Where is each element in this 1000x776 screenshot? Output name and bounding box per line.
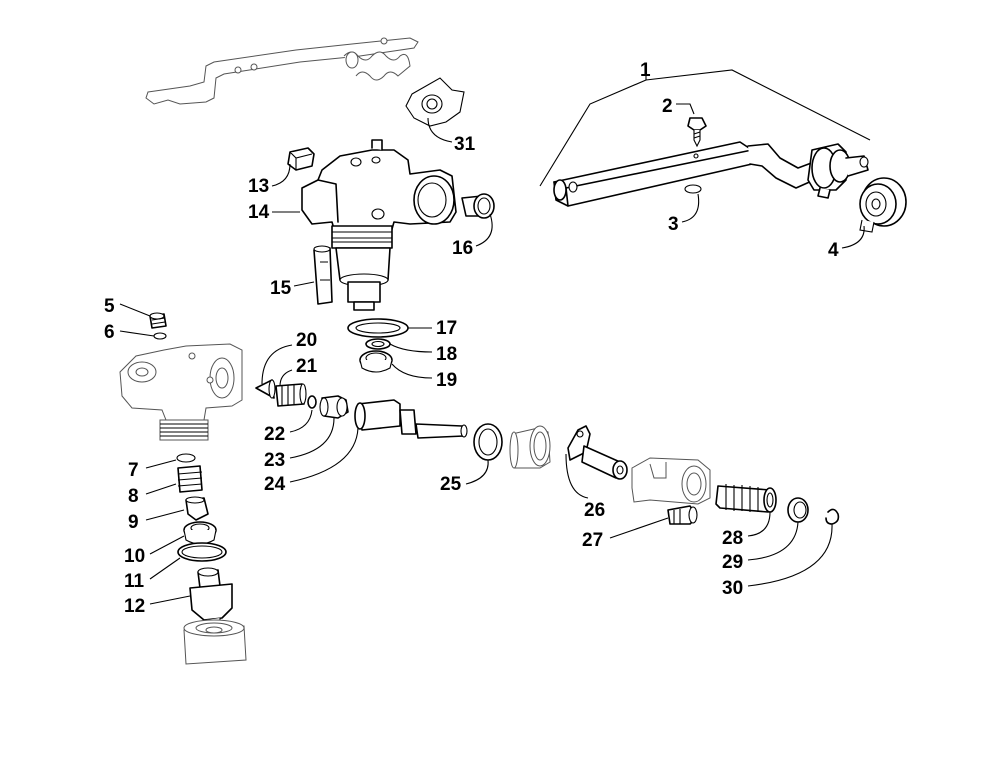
part-8-spring bbox=[177, 465, 203, 493]
part-25-o-ring bbox=[473, 423, 503, 461]
callout-12: 12 bbox=[124, 596, 145, 617]
callout-15: 15 bbox=[270, 278, 292, 299]
tappet-housing-ghost bbox=[631, 457, 711, 505]
part-1-fuel-rail bbox=[553, 141, 869, 207]
part-20-check-ball bbox=[255, 379, 276, 399]
pump-base-ghost bbox=[183, 619, 247, 665]
callout-10: 10 bbox=[124, 546, 145, 567]
part-24-plunger bbox=[354, 399, 468, 439]
callout-22: 22 bbox=[264, 424, 285, 445]
pump-housing bbox=[119, 343, 243, 441]
callout-25: 25 bbox=[440, 474, 462, 495]
callout-7: 7 bbox=[128, 460, 139, 481]
callout-21: 21 bbox=[296, 356, 318, 377]
part-7-washer bbox=[176, 453, 196, 463]
callout-1: 1 bbox=[640, 60, 651, 81]
part-29-bushing bbox=[787, 497, 809, 523]
callout-18: 18 bbox=[436, 344, 457, 365]
callout-8: 8 bbox=[128, 486, 139, 507]
callout-13: 13 bbox=[248, 176, 269, 197]
callout-14: 14 bbox=[248, 202, 270, 223]
callout-2: 2 bbox=[662, 96, 673, 117]
guide-sleeve-ghost bbox=[509, 425, 551, 469]
callout-24: 24 bbox=[264, 474, 286, 495]
callout-20: 20 bbox=[296, 330, 317, 351]
callout-16: 16 bbox=[452, 238, 473, 259]
part-27-screw bbox=[667, 505, 698, 525]
callout-28: 28 bbox=[722, 528, 743, 549]
part-16-fitting bbox=[461, 193, 495, 219]
part-22-washer bbox=[307, 395, 317, 409]
part-10-seat bbox=[183, 521, 217, 545]
part-18-o-ring bbox=[365, 338, 391, 350]
callout-19: 19 bbox=[436, 370, 457, 391]
callout-labels: 1 2 3 4 5 6 7 8 9 10 11 12 13 14 15 16 1… bbox=[104, 60, 839, 617]
part-14-throttle-body bbox=[301, 139, 457, 311]
part-3-washer bbox=[684, 184, 702, 194]
callout-4: 4 bbox=[828, 240, 839, 261]
part-30-circlip bbox=[825, 508, 840, 525]
part-6-washer bbox=[153, 332, 167, 340]
part-9-valve bbox=[185, 496, 209, 521]
part-19-bushing bbox=[359, 350, 393, 373]
part-5-plug bbox=[149, 312, 167, 329]
callout-29: 29 bbox=[722, 552, 743, 573]
part-12-nozzle bbox=[189, 567, 233, 629]
part-31-bracket bbox=[405, 77, 465, 127]
callout-6: 6 bbox=[104, 322, 115, 343]
leader-lines bbox=[119, 69, 871, 605]
callout-11: 11 bbox=[124, 571, 145, 592]
callout-23: 23 bbox=[264, 450, 285, 471]
callout-30: 30 bbox=[722, 578, 743, 599]
throttle-linkage-arm bbox=[145, 37, 419, 105]
callout-9: 9 bbox=[128, 512, 139, 533]
part-26-tappet bbox=[567, 425, 628, 480]
part-28-spring bbox=[715, 484, 777, 513]
part-15-pin bbox=[313, 245, 333, 305]
callout-26: 26 bbox=[584, 500, 605, 521]
callout-27: 27 bbox=[582, 530, 603, 551]
part-21-spring bbox=[275, 383, 307, 407]
callout-31: 31 bbox=[454, 134, 476, 155]
part-4-regulator bbox=[859, 177, 907, 233]
part-23-valve-seat bbox=[319, 395, 349, 419]
callout-3: 3 bbox=[668, 214, 679, 235]
callout-5: 5 bbox=[104, 296, 115, 317]
callout-17: 17 bbox=[436, 318, 457, 339]
part-13-nut bbox=[287, 147, 315, 171]
part-2-screw bbox=[687, 117, 707, 148]
